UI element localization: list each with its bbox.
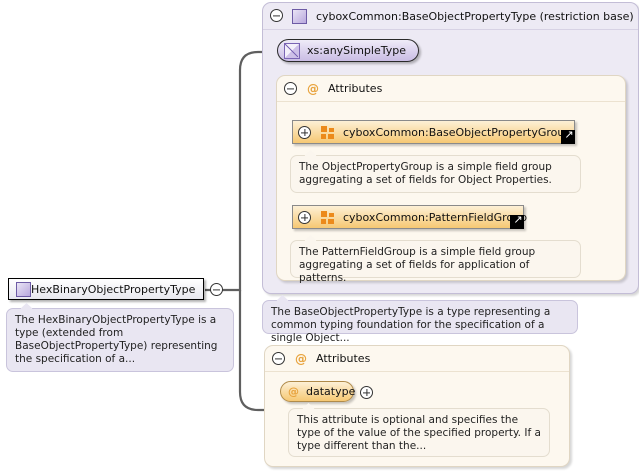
type-box-label: HexBinaryObjectPropertyType [31, 282, 196, 296]
documentation-text: The ObjectPropertyGroup is a simple fiel… [299, 161, 552, 186]
attribute-label: datatype [306, 385, 356, 398]
attributes-header: @ Attributes [277, 76, 625, 102]
simple-type-any-simple-type[interactable]: xs:anySimpleType [277, 39, 419, 62]
documentation-bubble-patternfieldgroup: The PatternFieldGroup is a simple field … [290, 235, 581, 284]
panel-title: cyboxCommon:BaseObjectPropertyType (rest… [316, 9, 634, 23]
at-symbol-icon: @ [307, 81, 319, 96]
complex-type-icon [292, 8, 307, 24]
external-link-icon[interactable] [510, 213, 525, 229]
at-symbol-icon: @ [288, 385, 299, 398]
bubble-tail [20, 303, 33, 309]
documentation-bubble-hexbinary: The HexBinaryObjectPropertyType is a typ… [6, 303, 234, 372]
expand-plus-icon-baseobjectpropertygroup[interactable] [298, 126, 311, 139]
documentation-bubble-baseobjectpropertygroup: The ObjectPropertyGroup is a simple fiel… [290, 150, 581, 193]
type-box-hexbinaryobjectpropertytype[interactable]: HexBinaryObjectPropertyType [8, 278, 204, 300]
expand-plus-icon-datatype[interactable] [360, 386, 373, 399]
complex-type-icon [16, 281, 31, 297]
attribute-group-label: cyboxCommon:PatternFieldGroup [343, 210, 528, 224]
collapse-minus-icon-left-type[interactable] [210, 283, 223, 296]
external-link-icon[interactable] [561, 128, 576, 144]
attributes-header: @ Attributes [265, 346, 569, 372]
documentation-text: This attribute is optional and specifies… [297, 414, 541, 452]
attribute-group-patternfieldgroup[interactable]: cyboxCommon:PatternFieldGroup [292, 205, 528, 229]
documentation-text: The BaseObjectPropertyType is a type rep… [271, 306, 551, 344]
expand-plus-icon-patternfieldgroup[interactable] [298, 211, 311, 224]
bubble-tail [276, 295, 289, 301]
attribute-group-icon [321, 210, 334, 224]
collapse-minus-icon-base-panel[interactable] [270, 9, 283, 22]
documentation-bubble-baseobjectpropertytype: The BaseObjectPropertyType is a type rep… [262, 295, 578, 344]
attributes-label: Attributes [328, 82, 383, 95]
attribute-datatype[interactable]: @ datatype [280, 381, 356, 402]
attribute-group-label: cyboxCommon:BaseObjectPropertyGroup [343, 125, 572, 139]
at-symbol-icon: @ [295, 351, 307, 366]
attribute-group-icon [321, 125, 334, 139]
simple-type-label: xs:anySimpleType [307, 44, 406, 57]
attribute-group-baseobjectpropertygroup[interactable]: cyboxCommon:BaseObjectPropertyGroup [292, 120, 576, 144]
panel-header: cyboxCommon:BaseObjectPropertyType (rest… [263, 3, 638, 30]
documentation-text: The HexBinaryObjectPropertyType is a typ… [15, 314, 218, 365]
simple-type-icon [284, 42, 300, 59]
collapse-minus-icon-own-attributes[interactable] [272, 352, 285, 365]
documentation-text: The PatternFieldGroup is a simple field … [299, 246, 536, 284]
collapse-minus-icon-base-attributes[interactable] [284, 82, 297, 95]
documentation-bubble-datatype: This attribute is optional and specifies… [288, 403, 550, 457]
attributes-label: Attributes [316, 352, 371, 365]
